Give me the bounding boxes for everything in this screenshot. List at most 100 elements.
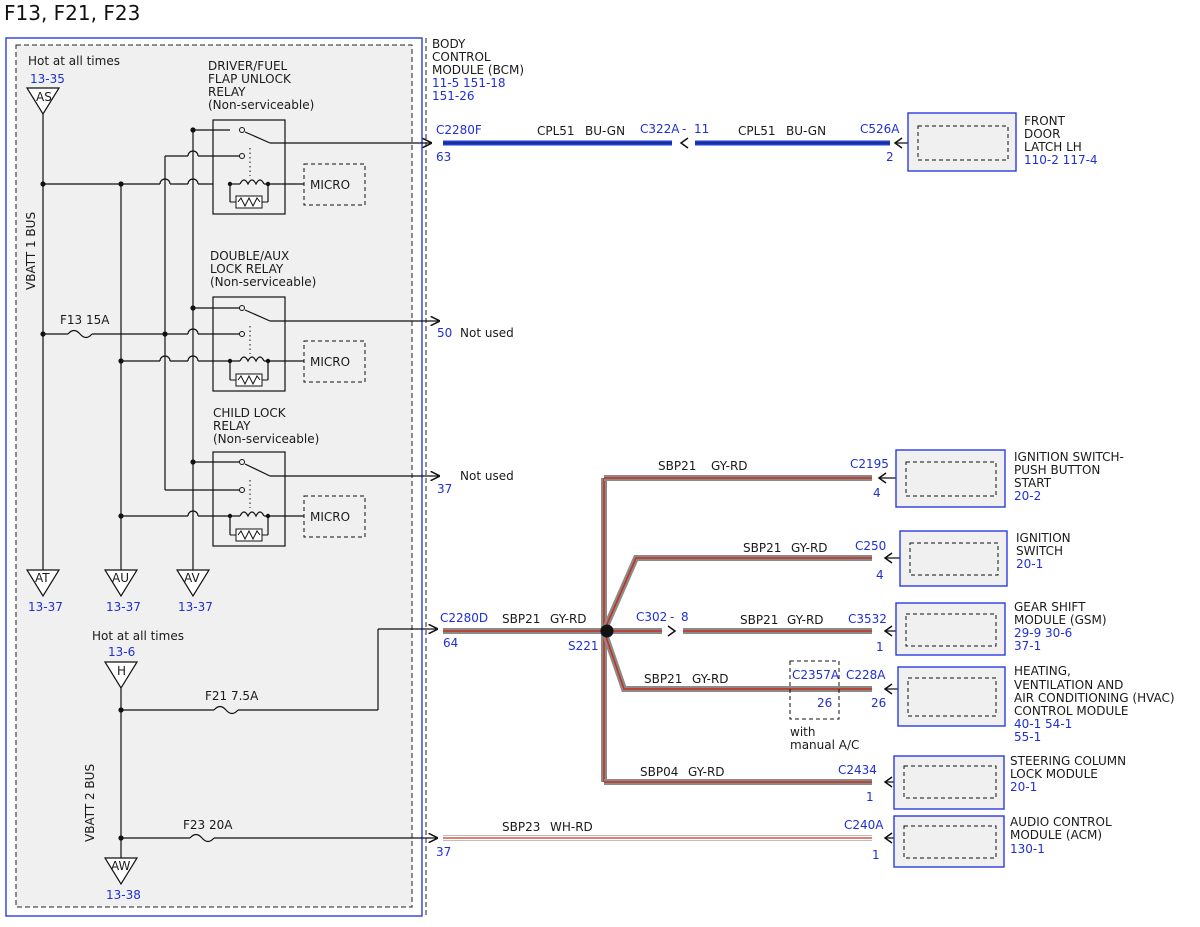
svg-text:RELAY: RELAY <box>213 419 251 433</box>
module-front-door-latch: FRONT DOOR LATCH LH 110-2 117-4 <box>907 112 1098 172</box>
svg-text:C250: C250 <box>855 539 886 553</box>
vbatt1-bus: Hot at all times 13-35 AS VBATT 1 BUS <box>24 54 120 570</box>
svg-text:AIR CONDITIONING (HVAC): AIR CONDITIONING (HVAC) <box>1014 691 1175 705</box>
svg-text:C302: C302 <box>636 610 667 624</box>
svg-text:63: 63 <box>436 150 451 164</box>
svg-text:MODULE (ACM): MODULE (ACM) <box>1010 828 1102 842</box>
pin-37-note: Not used <box>460 469 514 483</box>
svg-text:PUSH BUTTON: PUSH BUTTON <box>1014 463 1100 477</box>
svg-text:26: 26 <box>871 696 886 710</box>
svg-text:SBP04: SBP04 <box>640 765 678 779</box>
svg-text:LOCK RELAY: LOCK RELAY <box>210 262 284 276</box>
svg-text:20-1: 20-1 <box>1016 557 1043 571</box>
svg-text:C2280D: C2280D <box>440 611 488 625</box>
svg-text:WH-RD: WH-RD <box>550 820 593 834</box>
terminal-at: AT 13-37 <box>25 569 63 614</box>
branch-ignition-switch: SBP21 GY-RD C250 4 IGNITION SWITCH 20-1 <box>743 530 1071 587</box>
aw-terminal-icon <box>103 857 139 886</box>
svg-text:1: 1 <box>872 848 880 862</box>
relay-driver-fuel-flap: DRIVER/FUEL FLAP UNLOCK RELAY (Non-servi… <box>165 59 430 215</box>
svg-text:MICRO: MICRO <box>310 178 350 192</box>
vbatt2-bus: Hot at all times 13-6 H VBATT 2 BUS AW 1… <box>83 629 184 902</box>
svg-text:13-37: 13-37 <box>178 600 213 614</box>
svg-text:IGNITION: IGNITION <box>1016 531 1071 545</box>
svg-text:(Non-serviceable): (Non-serviceable) <box>213 432 319 446</box>
svg-text:C2434: C2434 <box>838 763 877 777</box>
svg-text:LOCK MODULE: LOCK MODULE <box>1010 767 1098 781</box>
as-terminal-icon <box>25 87 61 116</box>
svg-text:13-38: 13-38 <box>106 888 141 902</box>
relay-double-aux-lock: DOUBLE/AUX LOCK RELAY (Non-serviceable) … <box>121 249 438 392</box>
svg-text:GEAR SHIFT: GEAR SHIFT <box>1014 600 1086 614</box>
circuit-sbp23-audio: SBP23 WH-RD C240A 1 AUDIO CONTROL MODULE… <box>443 815 1112 868</box>
svg-text:GY-RD: GY-RD <box>787 613 824 627</box>
svg-text:LATCH LH: LATCH LH <box>1024 140 1082 154</box>
svg-text:GY-RD: GY-RD <box>711 459 748 473</box>
svg-text:STEERING COLUMN: STEERING COLUMN <box>1010 754 1126 768</box>
svg-text:IGNITION SWITCH-: IGNITION SWITCH- <box>1014 450 1124 464</box>
svg-text:(Non-serviceable): (Non-serviceable) <box>210 275 316 289</box>
svg-text:DOOR: DOOR <box>1024 127 1060 141</box>
svg-text:40-1 54-1: 40-1 54-1 <box>1014 717 1072 731</box>
svg-text:29-9 30-6: 29-9 30-6 <box>1014 626 1072 640</box>
svg-text:SBP21: SBP21 <box>740 613 778 627</box>
svg-text:-: - <box>670 610 674 624</box>
svg-text:Hot at all times: Hot at all times <box>28 54 120 68</box>
terminal-av: AV 13-37 <box>175 569 213 614</box>
svg-text:37-1: 37-1 <box>1014 639 1041 653</box>
svg-text:manual A/C: manual A/C <box>790 738 859 752</box>
svg-text:SWITCH: SWITCH <box>1016 544 1063 558</box>
svg-text:MICRO: MICRO <box>310 510 350 524</box>
svg-text:1: 1 <box>866 790 874 804</box>
svg-text:AUDIO CONTROL: AUDIO CONTROL <box>1010 815 1112 829</box>
svg-text:4: 4 <box>876 568 884 582</box>
svg-text:8: 8 <box>681 610 689 624</box>
svg-text:Hot at all times: Hot at all times <box>92 629 184 643</box>
svg-text:FRONT: FRONT <box>1024 114 1066 128</box>
svg-text:BU-GN: BU-GN <box>786 124 826 138</box>
svg-text:11-5 151-18: 11-5 151-18 <box>432 76 506 90</box>
coil-icon <box>239 511 265 518</box>
fuse-f21: F21 7.5A <box>121 629 436 715</box>
svg-text:GY-RD: GY-RD <box>550 612 587 626</box>
svg-text:GY-RD: GY-RD <box>688 765 725 779</box>
svg-text:MICRO: MICRO <box>310 355 350 369</box>
bcm-pin-50: 50 <box>437 326 452 340</box>
coil-icon <box>239 179 265 186</box>
svg-text:13-6: 13-6 <box>108 645 135 659</box>
svg-text:AT: AT <box>35 571 50 585</box>
svg-text:AV: AV <box>184 571 200 585</box>
svg-text:55-1: 55-1 <box>1014 730 1041 744</box>
svg-text:(Non-serviceable): (Non-serviceable) <box>208 98 314 112</box>
svg-text:151-26: 151-26 <box>432 89 475 103</box>
circuit-sbp21-feed: C2280D 64 SBP21 GY-RD S221 <box>440 611 604 653</box>
svg-text:MODULE (GSM): MODULE (GSM) <box>1014 613 1107 627</box>
svg-text:SBP21: SBP21 <box>644 672 682 686</box>
branch-ignition-push-start: SBP21 GY-RD C2195 4 IGNITION SWITCH- PUS… <box>658 449 1124 508</box>
coil-icon <box>239 356 265 363</box>
svg-text:DRIVER/FUEL: DRIVER/FUEL <box>208 59 288 73</box>
bcm-pin-37b: 37 <box>436 845 451 859</box>
svg-text:C228A: C228A <box>846 668 886 682</box>
svg-text:VBATT 1 BUS: VBATT 1 BUS <box>24 212 38 290</box>
svg-text:130-1: 130-1 <box>1010 842 1045 856</box>
svg-text:2: 2 <box>886 150 894 164</box>
pin-50-note: Not used <box>460 326 514 340</box>
relay-child-lock: CHILD LOCK RELAY (Non-serviceable) MICRO <box>121 406 438 547</box>
svg-text:11: 11 <box>694 122 709 136</box>
fuse-icon <box>67 329 93 339</box>
svg-text:SBP21: SBP21 <box>502 612 540 626</box>
svg-text:C322A: C322A <box>640 122 680 136</box>
bcm-outline <box>5 37 423 917</box>
svg-text:BODY: BODY <box>432 37 466 51</box>
svg-text:F13 15A: F13 15A <box>60 313 110 327</box>
circuit-cpl51: C2280F 63 CPL51 BU-GN C322A - 11 CPL51 B… <box>436 122 918 164</box>
svg-text:S221: S221 <box>568 639 599 653</box>
svg-text:RELAY: RELAY <box>208 85 246 99</box>
svg-text:20-1: 20-1 <box>1010 780 1037 794</box>
svg-text:20-2: 20-2 <box>1014 489 1041 503</box>
fuse-f13: F13 15A <box>43 313 165 339</box>
svg-text:GY-RD: GY-RD <box>791 541 828 555</box>
branch-hvac-module: SBP21 GY-RD C2357A 26 with manual A/C C2… <box>644 660 1175 752</box>
splice-branches <box>600 475 872 785</box>
